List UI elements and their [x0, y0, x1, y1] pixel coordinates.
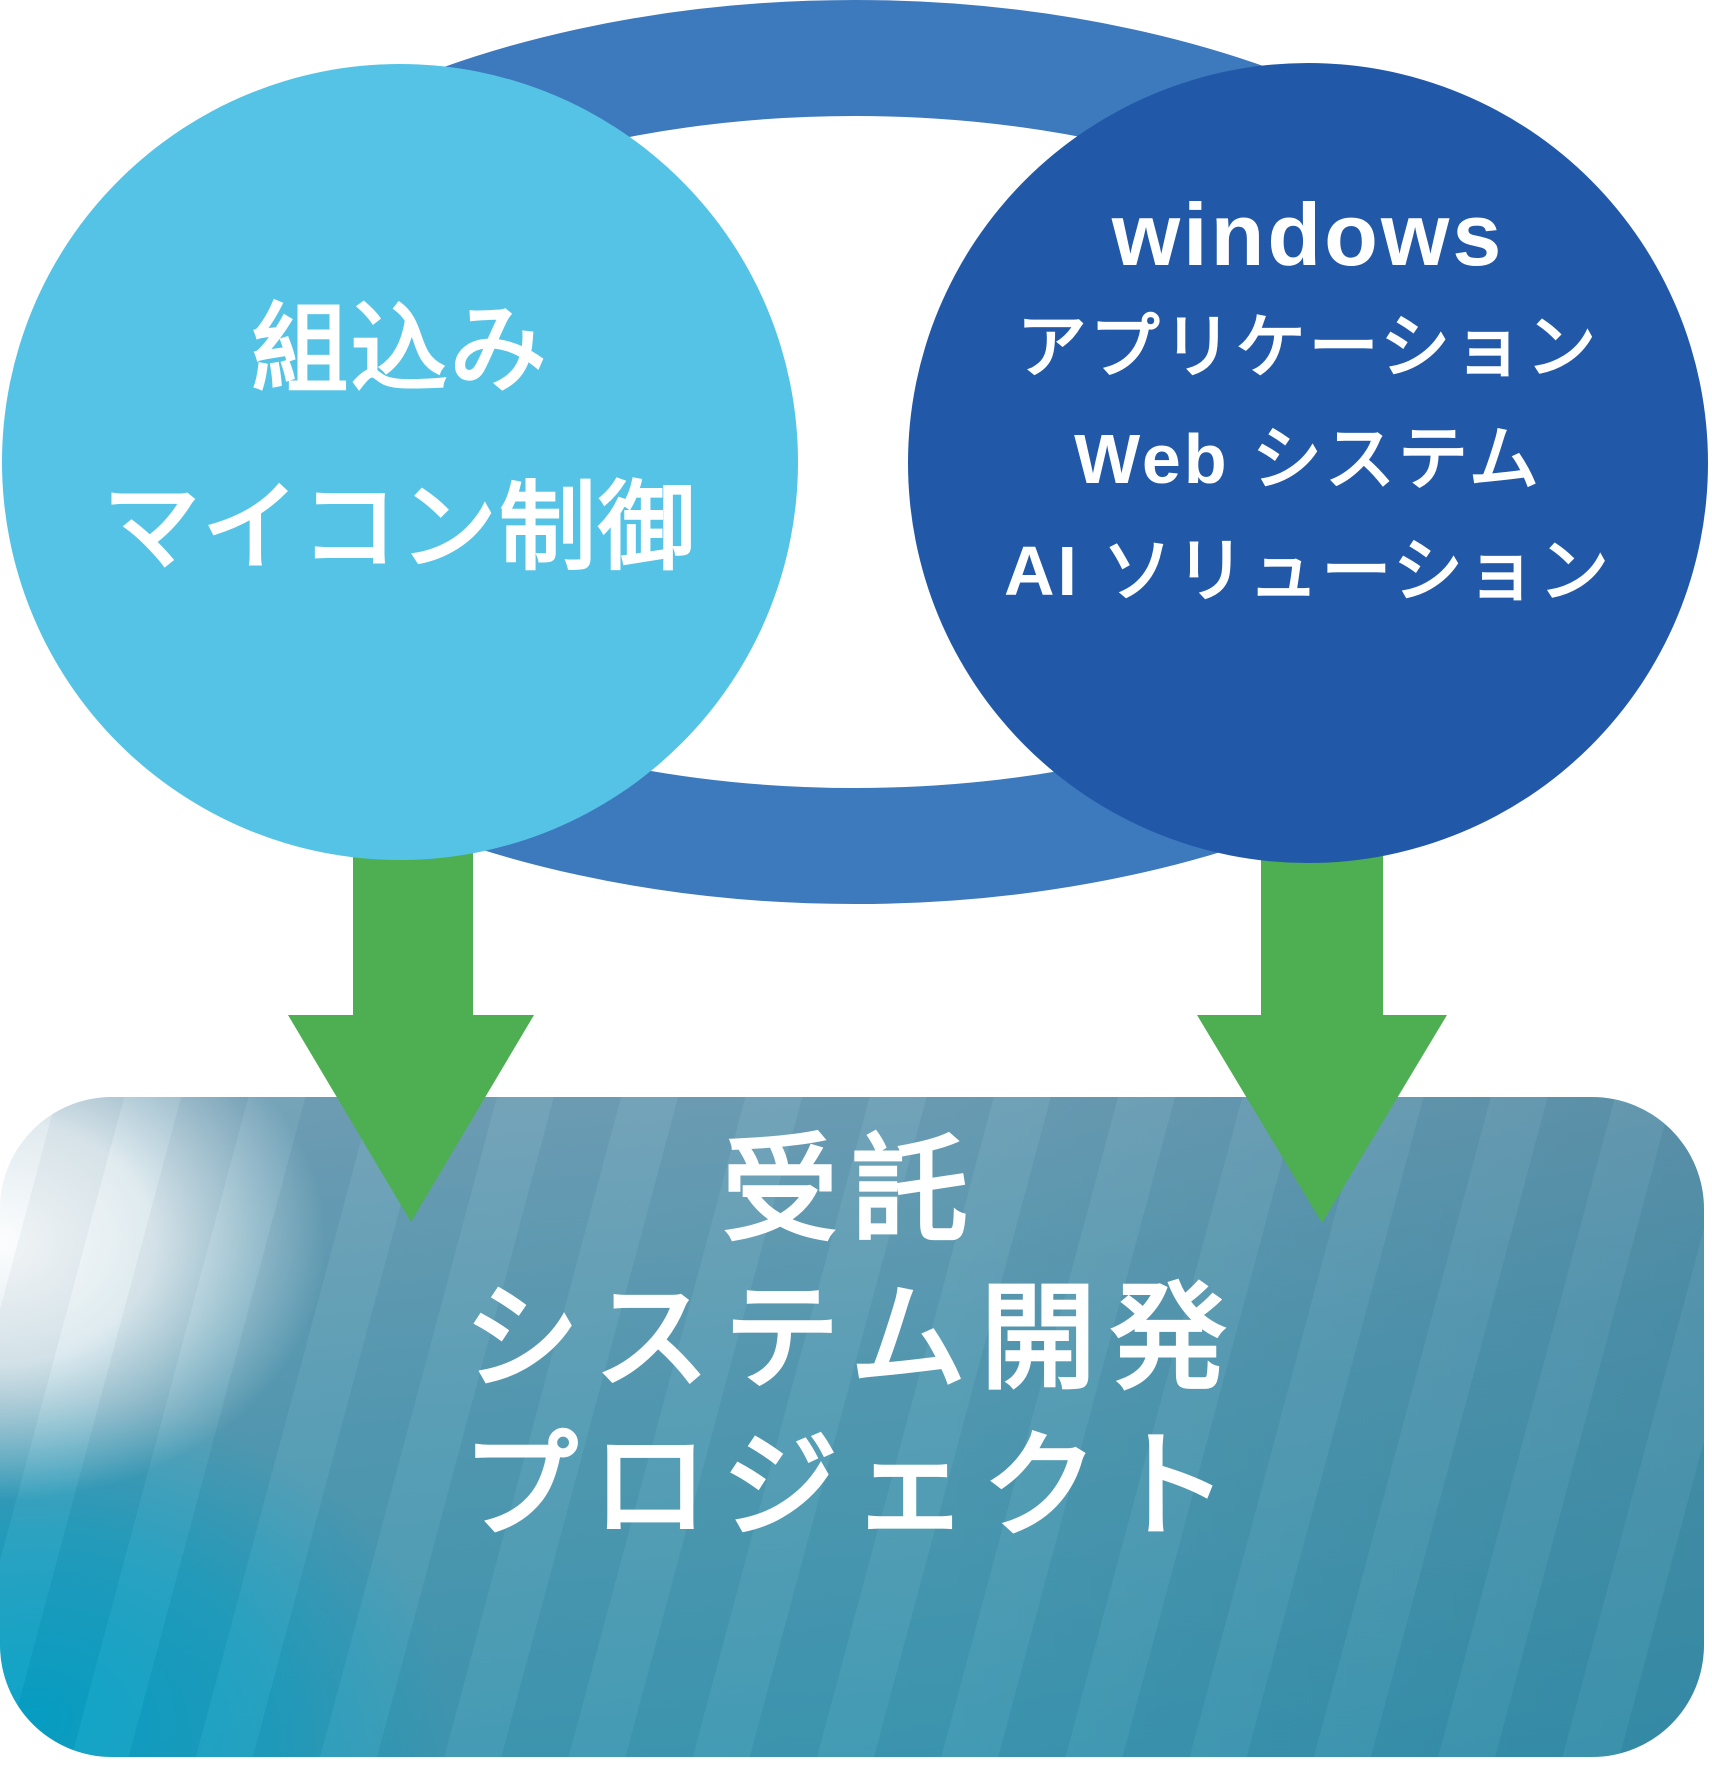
down-arrow-left-icon	[288, 828, 534, 1222]
left-circle-label: 組込み マイコン制御	[0, 261, 800, 617]
down-arrow-right-icon	[1197, 828, 1447, 1223]
left-circle	[2, 64, 798, 860]
right-circle-line-3: Web システム	[1074, 420, 1542, 498]
result-box	[0, 1097, 1704, 1757]
right-circle-line-1: windows	[1111, 185, 1505, 284]
result-box-label: 受託 システム開発 プロジェクト	[0, 1116, 1704, 1560]
right-circle	[908, 63, 1708, 863]
result-box-line-1: 受託	[722, 1125, 982, 1255]
right-circle-line-2: アプリケーション	[1016, 308, 1600, 386]
right-circle-label: windows アプリケーション Web システム AI ソリューション	[908, 179, 1708, 627]
result-box-line-3: プロジェクト	[462, 1421, 1242, 1551]
result-box-line-2: システム開発	[463, 1273, 1241, 1403]
left-circle-line-2: マイコン制御	[103, 473, 697, 582]
right-circle-line-4: AI ソリューション	[1003, 532, 1613, 610]
left-circle-line-1: 組込み	[251, 295, 549, 404]
